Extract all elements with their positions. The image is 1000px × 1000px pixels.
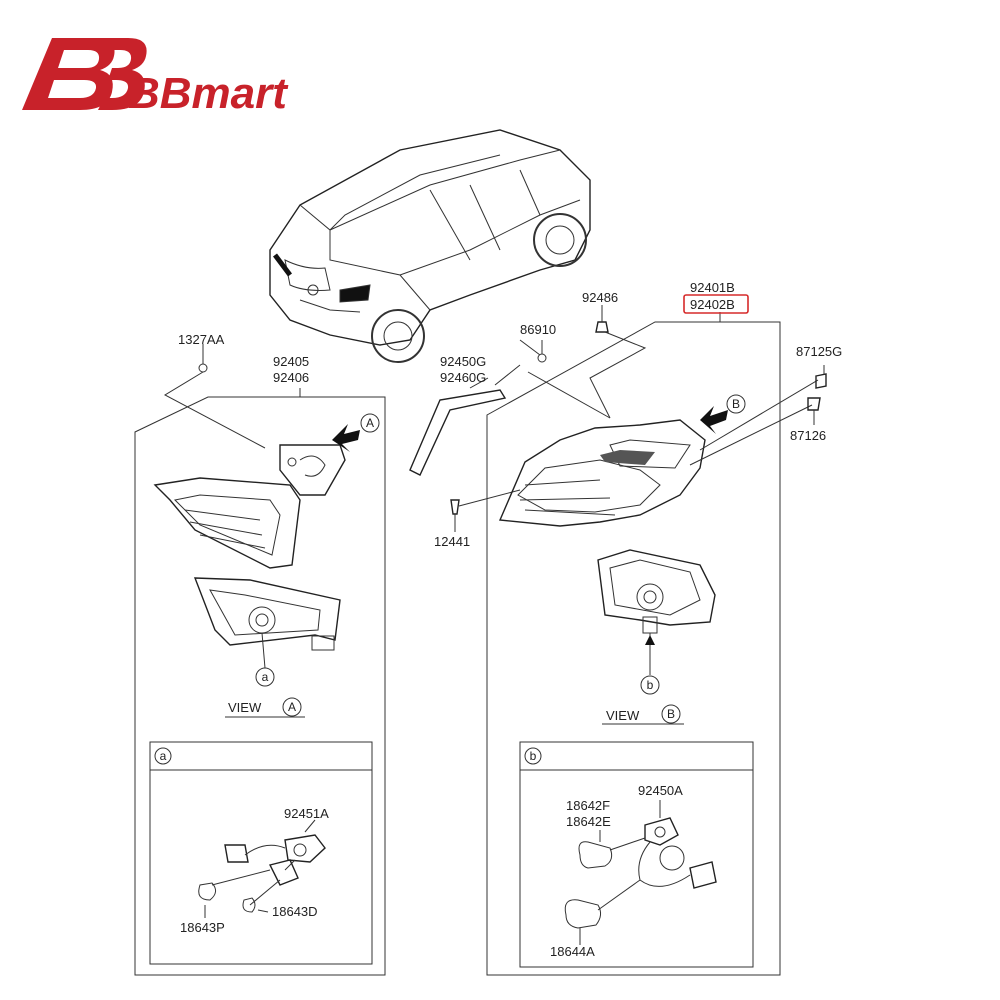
label-18642f: 18642F — [566, 798, 610, 813]
label-92401b: 92401B — [690, 280, 735, 295]
logo-mark-icon — [22, 38, 115, 110]
label-18643p: 18643P — [180, 920, 225, 935]
right-group: B b VIEW B — [486, 305, 827, 976]
label-92405: 92405 — [273, 354, 309, 369]
logo-mark-icon-2 — [86, 38, 147, 110]
label-1327aa: 1327AA — [178, 332, 225, 347]
detail-b-marker: b — [530, 749, 537, 763]
label-92450a: 92450A — [638, 783, 683, 798]
view-a-label: VIEW — [228, 700, 262, 715]
label-87126: 87126 — [790, 428, 826, 443]
brand-logo: BBmart — [22, 38, 289, 118]
view-b-label: VIEW — [606, 708, 640, 723]
brand-name: BBmart — [128, 69, 289, 118]
right-view-marker: B — [732, 397, 740, 411]
label-92451a: 92451A — [284, 806, 329, 821]
label-92402b: 92402B — [690, 297, 735, 312]
left-group: A a VIEW A — [134, 344, 386, 976]
label-92406: 92406 — [273, 370, 309, 385]
label-92486: 92486 — [582, 290, 618, 305]
view-b-marker: B — [667, 707, 675, 721]
center-parts — [409, 339, 611, 532]
label-86910: 86910 — [520, 322, 556, 337]
highlight-box — [683, 294, 749, 314]
detail-a-box: a — [149, 741, 373, 965]
label-92460g: 92460G — [440, 370, 486, 385]
label-18642e: 18642E — [566, 814, 611, 829]
view-b-socket-marker: b — [647, 678, 654, 692]
view-a-marker-circle — [360, 413, 380, 433]
left-view-marker: A — [366, 416, 374, 430]
label-18643d: 18643D — [272, 904, 318, 919]
label-92450g: 92450G — [440, 354, 486, 369]
detail-b-box: b — [519, 741, 754, 968]
label-87125g: 87125G — [796, 344, 842, 359]
detail-a-marker: a — [160, 749, 167, 763]
label-18644a: 18644A — [550, 944, 595, 959]
car-illustration — [269, 129, 591, 363]
view-a-marker: A — [288, 700, 296, 714]
label-12441: 12441 — [434, 534, 470, 549]
view-a-socket-marker: a — [262, 670, 269, 684]
part-labels: 1327AA 92405 92406 86910 92450G 92460G 1… — [178, 280, 842, 959]
